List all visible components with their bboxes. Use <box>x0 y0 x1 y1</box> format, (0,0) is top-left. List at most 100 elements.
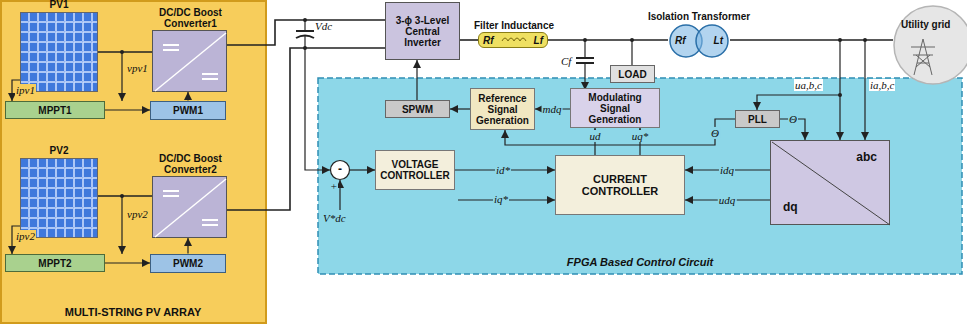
signal-name: vpv1 <box>126 62 149 74</box>
signal-name: ipv1 <box>15 84 36 96</box>
dc-sign <box>202 78 218 80</box>
dc-sign <box>163 195 179 197</box>
signal-name: Cf <box>560 55 572 67</box>
text-wrap: Reference Signal Generation <box>471 89 534 129</box>
converter-symbol <box>153 31 228 93</box>
pv-cells <box>21 13 98 92</box>
tower-icon <box>911 39 935 75</box>
node-heading: PV1 <box>10 0 108 10</box>
node-label: Rf <box>675 35 686 46</box>
pv-panel: PV2 <box>20 158 98 238</box>
signal-name: Vdc <box>314 20 333 32</box>
node-label: PWM1 <box>173 105 203 116</box>
signal-name: Θ <box>788 113 798 125</box>
fpga-panel: FPGA Based Control Circuit SPWM Reference … <box>318 78 962 274</box>
text-wrap: SPWM <box>386 101 449 117</box>
signal-arrow <box>350 169 375 170</box>
block-box: PLL <box>735 110 780 128</box>
grid-symbol <box>893 5 967 85</box>
node-label: PLL <box>748 114 767 125</box>
power-wire <box>227 20 385 45</box>
summing-circle <box>331 161 350 180</box>
controller-box: CURRENT CONTROLLER <box>555 155 685 215</box>
text-wrap: CURRENT CONTROLLER <box>556 156 684 214</box>
node-heading: Isolation Transformer <box>646 11 752 22</box>
signal-arrow <box>187 92 188 101</box>
array-panel: MULTI-STRING PV ARRAYPV1DC/DC Boost Conv… <box>0 0 266 324</box>
node-label: 3-ϕ 3-Level Central Inverter <box>389 15 456 48</box>
signal-name: id* <box>495 164 511 176</box>
power-wire <box>98 51 152 53</box>
generator-box: Modulating Signal Generation <box>570 88 660 128</box>
node-label: dq <box>783 201 798 214</box>
summing-junction: - <box>330 160 350 180</box>
diagonal-line <box>772 142 890 225</box>
node-label: CURRENT CONTROLLER <box>559 173 681 197</box>
text-wrap: - <box>330 160 350 180</box>
dc-sign <box>163 49 179 51</box>
dc-sign <box>202 224 218 226</box>
node-heading: MULTI-STRING PV ARRAY <box>0 306 266 318</box>
transformer-symbol: Isolation TransformerRfLt <box>668 24 730 58</box>
signal-name: ipv2 <box>15 230 36 242</box>
node-label: - <box>338 163 342 176</box>
signal-name: udq <box>718 194 737 206</box>
node-label: Lf <box>534 35 543 46</box>
block-box: SPWM <box>385 100 450 118</box>
mppt-box: MPPT1 <box>5 101 105 119</box>
pv-panel: PV1 <box>20 12 98 92</box>
text-wrap: MPPT2 <box>6 255 104 271</box>
power-wire <box>730 39 893 41</box>
converter-diagonal <box>155 179 226 237</box>
dc-sign <box>202 219 218 221</box>
signal-name: iq* <box>493 193 509 205</box>
pv-module-drawing <box>20 158 98 238</box>
node-label: MPPT2 <box>38 258 71 269</box>
text-wrap: PLL <box>736 111 779 127</box>
converter-box: DC/DC Boost Converter2 <box>152 176 227 238</box>
signal-name: Θ <box>710 127 720 139</box>
junction-dots <box>120 18 867 198</box>
signal-arrow <box>450 108 470 109</box>
grid-circle: Utility grid <box>893 5 967 85</box>
text-wrap: PWM1 <box>151 102 225 119</box>
text-wrap: 3-ϕ 3-Level Central Inverter <box>386 3 459 59</box>
node-heading: DC/DC Boost Converter2 <box>141 153 240 175</box>
signal-arrow <box>416 60 417 100</box>
node-label: VOLTAGE CONTROLLER <box>379 159 451 181</box>
converter-symbol <box>153 177 228 239</box>
text-wrap: PWM2 <box>151 255 225 272</box>
node-heading: PV2 <box>10 145 108 156</box>
node-label: SPWM <box>402 104 433 115</box>
node-label: Rf <box>483 35 494 46</box>
power-wire <box>227 48 385 210</box>
node-heading: FPGA Based Control Circuit <box>318 256 962 268</box>
node-label: Lt <box>714 35 723 46</box>
node-label: Utility grid <box>901 19 950 30</box>
transform-box: abc dq <box>770 140 890 225</box>
grid-circle <box>894 6 967 84</box>
node-label: LOAD <box>618 69 646 80</box>
mppt-box: MPPT2 <box>5 254 105 272</box>
dc-sign <box>202 73 218 75</box>
node-label: MPPT1 <box>38 105 71 116</box>
text-wrap: VOLTAGE CONTROLLER <box>376 151 454 189</box>
text-wrap: Modulating Signal Generation <box>571 89 659 127</box>
pv-module-drawing <box>20 12 98 92</box>
signal-name: uq* <box>631 130 650 142</box>
signal-name: mdq <box>542 103 563 115</box>
power-wire <box>98 195 152 197</box>
node-label: abc <box>856 151 877 164</box>
node-heading: DC/DC Boost Converter1 <box>141 7 240 29</box>
node-label: Reference Signal Generation <box>474 93 531 126</box>
secondary-coil <box>696 25 728 57</box>
signal-name: ua,b,c <box>794 79 823 91</box>
pv-array-panel <box>1 1 266 323</box>
pv-cells <box>21 159 98 238</box>
power-wire <box>548 39 668 41</box>
controller-box: VOLTAGE CONTROLLER <box>375 150 455 190</box>
power-wire <box>460 39 478 41</box>
dc-sign <box>163 44 179 46</box>
signal-name: ud <box>589 130 602 142</box>
